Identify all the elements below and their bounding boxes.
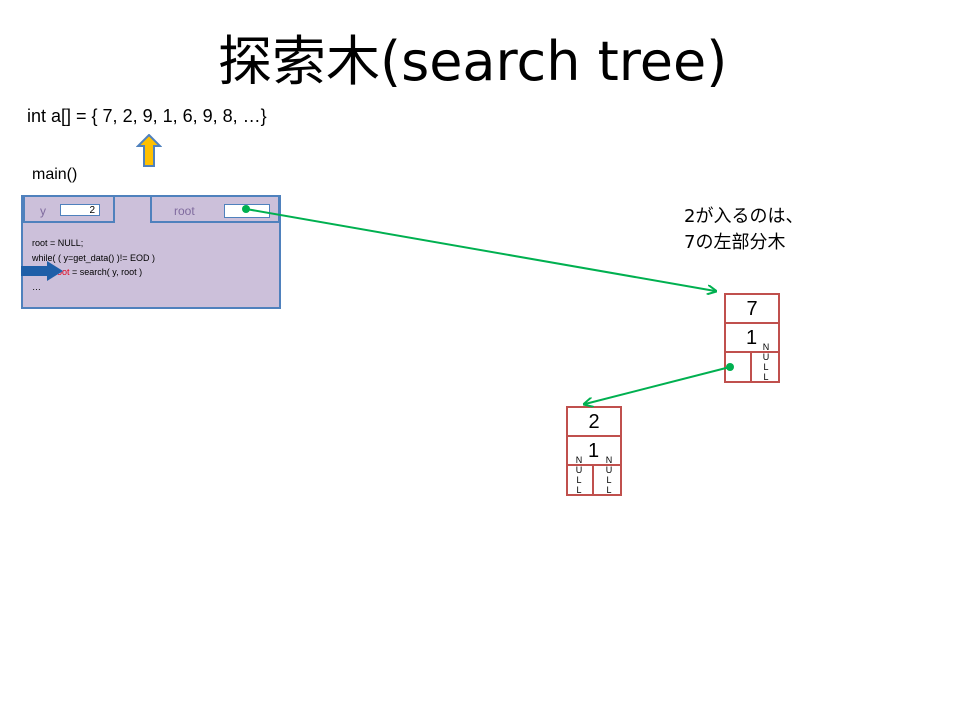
code-line-3: root = search( y, root ) xyxy=(32,265,155,280)
code-block: root = NULL; while( ( y=get_data() )!= E… xyxy=(32,236,155,294)
node-2-left-pointer xyxy=(566,464,594,496)
node-2-key: 2 xyxy=(566,406,622,437)
node-2-count: 1 xyxy=(566,435,622,466)
annotation-line-2: 7の左部分木 xyxy=(684,232,786,253)
code-line-1: root = NULL; xyxy=(32,238,84,248)
code-search-call: = search( y, root ) xyxy=(69,267,143,277)
node-7-left-to-node-2-arrow xyxy=(585,363,734,404)
root-to-node-7-arrow xyxy=(242,205,715,291)
node-7-right-pointer xyxy=(750,351,780,383)
node-7-count: 1 xyxy=(724,322,780,353)
right-arrow-icon xyxy=(21,261,63,281)
code-line-2: while( ( y=get_data() )!= EOD ) xyxy=(32,252,156,263)
variable-y-box xyxy=(23,197,115,223)
up-arrow-icon xyxy=(136,134,162,167)
node-7-right-null: N U L L xyxy=(762,342,770,382)
array-declaration: int a[] = { 7, 2, 9, 1, 6, 9, 8, …} xyxy=(27,106,267,126)
main-function-label: main() xyxy=(32,166,78,183)
code-root-variable: root xyxy=(54,267,70,277)
node-2-right-pointer xyxy=(592,464,622,496)
node-2-right-null: N U L L xyxy=(605,455,613,495)
node-2-left-null: N U L L xyxy=(575,455,583,495)
annotation-line-1: 2が入るのは、 xyxy=(684,206,804,227)
page-title: 探索木(search tree) xyxy=(218,30,728,93)
variable-y-label: y xyxy=(40,204,46,218)
annotation-text: 2が入るのは、 7の左部分木 xyxy=(684,204,803,256)
variable-root-label: root xyxy=(174,204,195,218)
code-line-4: … xyxy=(32,281,41,292)
variable-y-value: 2 xyxy=(60,204,100,216)
